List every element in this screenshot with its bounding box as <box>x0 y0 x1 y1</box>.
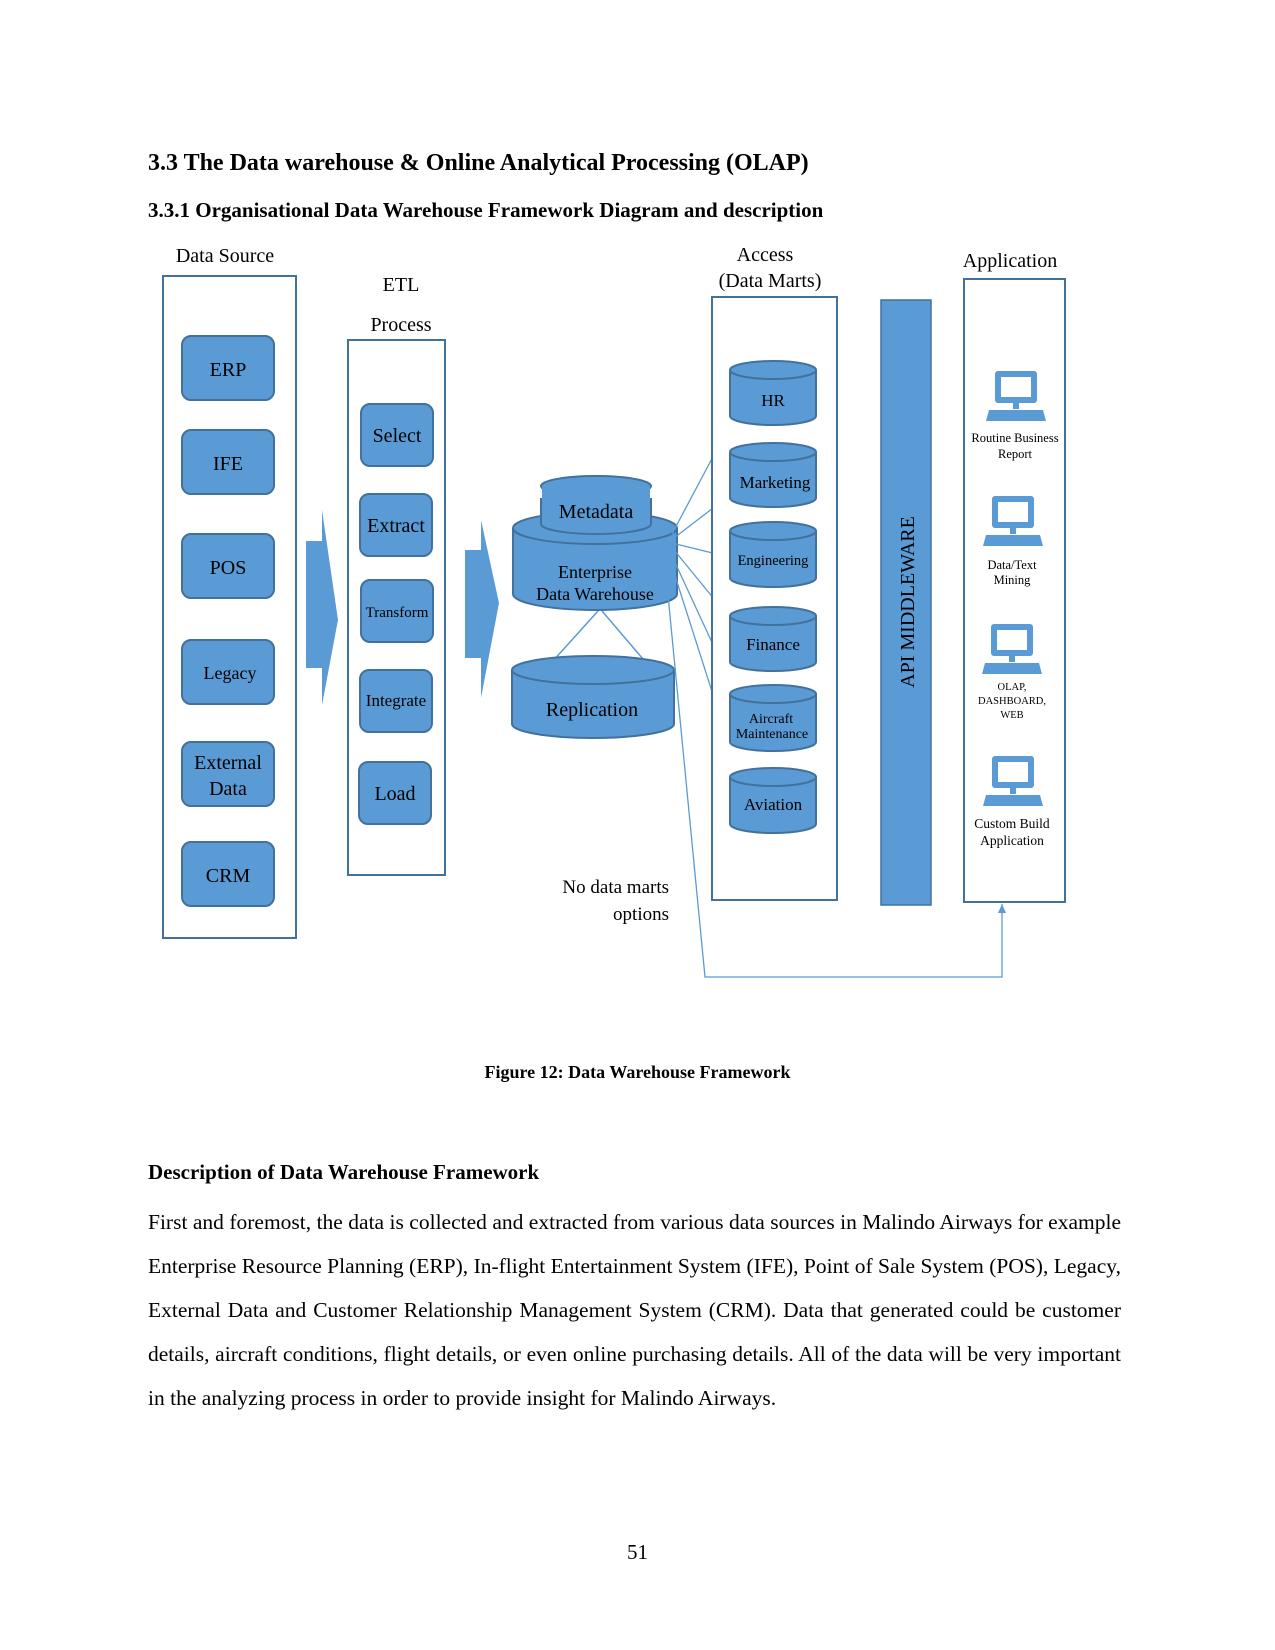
source-ife-box: IFE <box>181 429 275 495</box>
replication-label: Replication <box>546 699 638 721</box>
source-erp-box: ERP <box>181 335 275 401</box>
access-subtitle: (Data Marts) <box>719 270 822 292</box>
etl-title: ETL <box>383 274 420 296</box>
source-legacy-label: Legacy <box>204 663 257 683</box>
etl-extract-box: Extract <box>359 493 433 557</box>
source-pos-label: POS <box>210 557 247 579</box>
app-olap-line1: OLAP, <box>998 682 1027 693</box>
mart-marketing-label: Marketing <box>740 473 811 492</box>
mart-finance-label: Finance <box>746 635 800 654</box>
mart-hr-label: HR <box>761 391 785 410</box>
source-external-data-box: External Data <box>181 741 275 807</box>
source-pos-box: POS <box>181 533 275 599</box>
source-crm-label: CRM <box>206 865 251 887</box>
mart-aviation-cylinder: Aviation <box>729 767 817 834</box>
source-external-label: External <box>194 752 262 774</box>
etl-load-box: Load <box>358 761 432 825</box>
mart-engineering-cylinder: Engineering <box>729 521 817 588</box>
mart-marketing-cylinder: Marketing <box>729 442 817 508</box>
source-legacy-box: Legacy <box>181 639 275 705</box>
mart-aviation-label: Aviation <box>744 795 803 814</box>
metadata-label: Metadata <box>559 501 634 523</box>
page-number: 51 <box>627 1540 648 1564</box>
warehouse-label-line1: Enterprise <box>558 562 632 582</box>
source-data-label: Data <box>209 778 247 800</box>
computer-monitor-icon <box>986 371 1046 421</box>
warehouse-label-line2: Data Warehouse <box>536 584 654 604</box>
app-custom-build: Custom Build Application <box>974 756 1050 848</box>
app-custom-line1: Custom Build <box>974 816 1050 831</box>
mart-engineering-label: Engineering <box>738 553 809 569</box>
data-source-title: Data Source <box>176 245 274 267</box>
data-warehouse-framework-diagram: Data Source ERP IFE POS Legacy External … <box>162 244 1066 978</box>
no-data-marts-options-label: options <box>613 904 669 925</box>
computer-monitor-icon <box>983 496 1043 546</box>
etl-transform-label: Transform <box>366 605 429 621</box>
computer-monitor-icon <box>982 624 1042 674</box>
mart-hr-cylinder: HR <box>729 360 817 426</box>
etl-title-process: Process <box>370 314 431 336</box>
api-middleware-bar <box>880 299 932 906</box>
app-olap-dashboard-web: OLAP, DASHBOARD, WEB <box>978 624 1046 721</box>
etl-transform-box: Transform <box>360 579 434 643</box>
etl-extract-label: Extract <box>367 515 425 537</box>
etl-select-label: Select <box>373 425 422 447</box>
mart-maintenance-label: Maintenance <box>736 727 808 742</box>
source-crm-box: CRM <box>181 841 275 907</box>
flow-arrow-2 <box>465 520 499 698</box>
etl-integrate-label: Integrate <box>366 691 426 710</box>
app-routine-line1: Routine Business <box>971 431 1058 445</box>
app-routine-report: Routine Business Report <box>971 371 1059 461</box>
mart-aircraft-maintenance-cylinder: Aircraft Maintenance <box>729 684 817 752</box>
replication-cylinder: Replication <box>511 655 675 739</box>
app-mining-line1: Data/Text <box>987 558 1037 572</box>
app-routine-line2: Report <box>998 447 1033 461</box>
description-heading: Description of Data Warehouse Framework <box>148 1160 540 1184</box>
description-paragraph: First and foremost, the data is collecte… <box>148 1210 1121 1410</box>
source-erp-label: ERP <box>210 359 247 381</box>
api-middleware-label: API MIDDLEWARE <box>897 516 919 688</box>
flow-arrow-1 <box>306 510 338 705</box>
etl-integrate-box: Integrate <box>359 669 433 733</box>
metadata-cylinder: Metadata <box>540 475 652 535</box>
application-title: Application <box>963 250 1057 272</box>
mart-finance-cylinder: Finance <box>729 606 817 672</box>
etl-select-box: Select <box>360 403 434 467</box>
arrow-no-data-marts <box>664 563 1006 978</box>
app-custom-line2: Application <box>980 833 1044 848</box>
computer-monitor-icon <box>983 756 1043 806</box>
subsection-heading: 3.3.1 Organisational Data Warehouse Fram… <box>148 198 824 222</box>
no-data-marts-label: No data marts <box>562 877 669 898</box>
mart-aircraft-label: Aircraft <box>749 712 793 727</box>
etl-load-label: Load <box>374 783 415 805</box>
app-data-text-mining: Data/Text Mining <box>983 496 1043 587</box>
source-ife-label: IFE <box>213 453 243 475</box>
app-olap-line3: WEB <box>1000 710 1023 721</box>
app-olap-line2: DASHBOARD, <box>978 696 1046 707</box>
section-heading: 3.3 The Data warehouse & Online Analytic… <box>148 150 809 176</box>
app-mining-line2: Mining <box>994 573 1032 587</box>
figure-caption: Figure 12: Data Warehouse Framework <box>484 1062 791 1082</box>
access-title: Access <box>737 244 794 266</box>
